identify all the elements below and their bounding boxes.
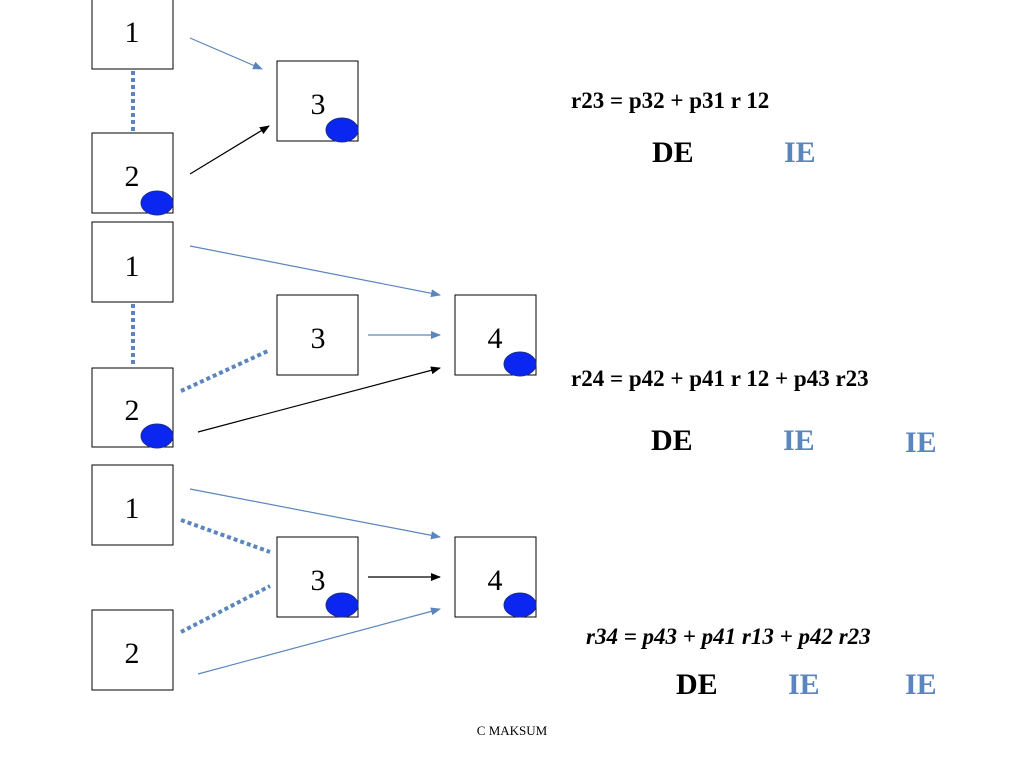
node-2-dot [140, 423, 174, 449]
term-de: DE [652, 136, 694, 169]
footer-author: C MAKSUM [476, 723, 548, 738]
path-1-3 [189, 37, 263, 70]
node-4-label: 4 [488, 322, 503, 355]
node-1-label: 1 [125, 492, 140, 525]
term-de: DE [676, 668, 718, 701]
term-ie: IE [905, 426, 937, 459]
correlation-2-3 [180, 584, 271, 634]
node-1-box [91, 221, 174, 303]
panel-2: 1 2 3 4 [91, 221, 537, 449]
node-3-dot [325, 592, 359, 618]
panel-1: 1 2 3 [91, 0, 359, 216]
formula-r24: r24 = p42 + p41 r 12 + p43 r23 [571, 366, 869, 391]
node-3-label: 3 [311, 322, 326, 355]
formula-r23: r23 = p32 + p31 r 12 [571, 88, 770, 113]
node-1-box [91, 0, 174, 70]
node-2-label: 2 [125, 637, 140, 670]
node-4-label: 4 [488, 564, 503, 597]
correlation-1-3 [180, 518, 271, 554]
node-3-dot [325, 117, 359, 143]
node-2-label: 2 [125, 394, 140, 427]
panel-3: 1 2 3 4 [91, 464, 537, 691]
term-de: DE [651, 424, 693, 457]
term-ie: IE [783, 424, 815, 457]
node-2-box [91, 609, 174, 691]
path-1-4 [189, 245, 441, 298]
node-3-label: 3 [311, 88, 326, 121]
path-1-4 [189, 488, 441, 540]
node-1-label: 1 [125, 250, 140, 283]
node-2-dot [140, 190, 174, 216]
node-1-label: 1 [125, 16, 140, 49]
term-ie: IE [905, 668, 937, 701]
path-2-4 [197, 607, 441, 675]
node-3-label: 3 [311, 564, 326, 597]
correlation-2-3 [180, 348, 271, 393]
node-4-dot [503, 351, 537, 377]
term-ie: IE [788, 668, 820, 701]
formula-r34: r34 = p43 + p41 r13 + p42 r23 [586, 624, 871, 649]
term-ie: IE [784, 136, 816, 169]
path-2-3 [189, 125, 270, 175]
node-4-dot [503, 592, 537, 618]
node-2-label: 2 [125, 160, 140, 193]
node-4-box [454, 536, 537, 618]
path-2-4 [197, 366, 441, 433]
node-3-box [276, 294, 359, 376]
node-1-box [91, 464, 174, 546]
